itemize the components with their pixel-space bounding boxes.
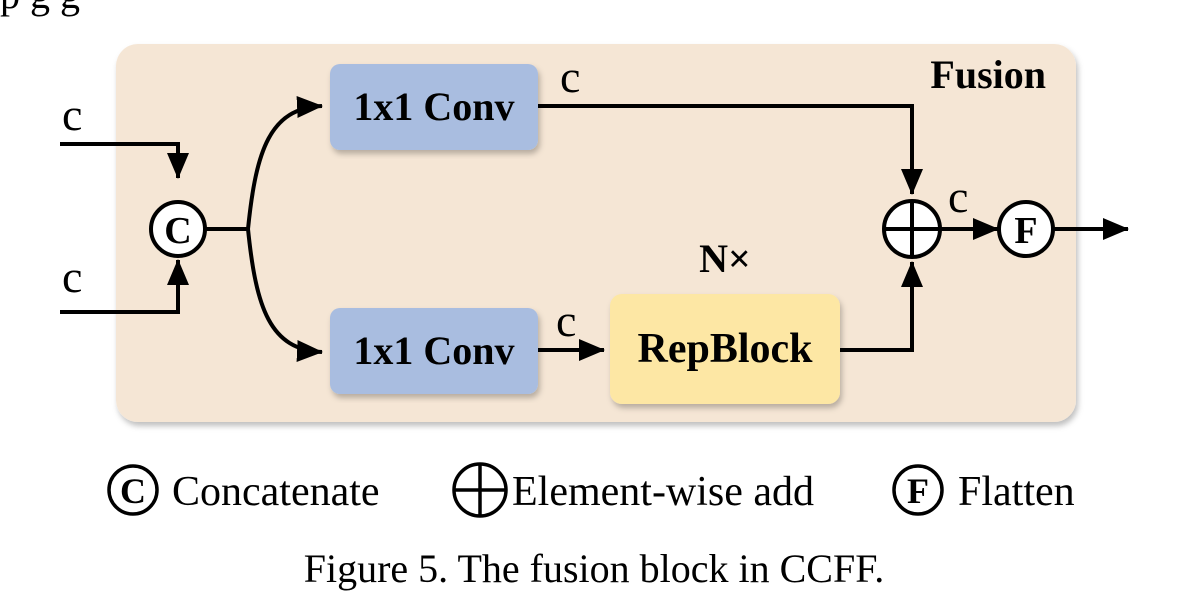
figure-caption: Figure 5. The fusion block in CCFF.: [304, 546, 885, 591]
repblock-repeat-label: N×: [699, 236, 751, 281]
legend-flatten-symbol: F: [907, 471, 929, 511]
input-bottom-label: c: [62, 251, 82, 302]
legend-flatten-text: Flatten: [958, 469, 1075, 515]
repblock-out-line: [840, 261, 923, 352]
conv-top-out-line: [538, 104, 923, 195]
input-top-label: c: [62, 89, 82, 140]
legend-concat-symbol: C: [120, 471, 146, 511]
conv-bottom-label: 1x1 Conv: [353, 328, 514, 373]
branch-bottom-arrow: [246, 228, 323, 363]
legend: C Concatenate Element-wise add F Flatten: [107, 462, 1075, 518]
panel-label: Fusion: [930, 52, 1046, 97]
repblock-box: [610, 294, 840, 404]
legend-flatten-icon: [892, 464, 944, 516]
flatten-node-symbol: F: [1014, 210, 1037, 252]
top-cut-text: p g g: [0, 0, 80, 17]
conv-top-label: 1x1 Conv: [353, 84, 514, 129]
legend-concat-text: Concatenate: [172, 469, 380, 515]
input-bottom-line: [60, 259, 189, 314]
branch-top-arrow: [246, 95, 323, 230]
conv-bottom-box: [330, 308, 538, 394]
legend-add-text: Element-wise add: [512, 469, 814, 515]
concat-node-symbol: C: [164, 210, 191, 252]
legend-concat-icon: [107, 464, 159, 516]
add-out-label: c: [948, 171, 968, 222]
conv-bottom-out-label: c: [556, 295, 576, 346]
repblock-label: RepBlock: [637, 326, 813, 372]
conv-top-out-label: c: [560, 51, 580, 102]
conv-top-box: [330, 64, 538, 150]
input-top-line: [60, 142, 189, 179]
